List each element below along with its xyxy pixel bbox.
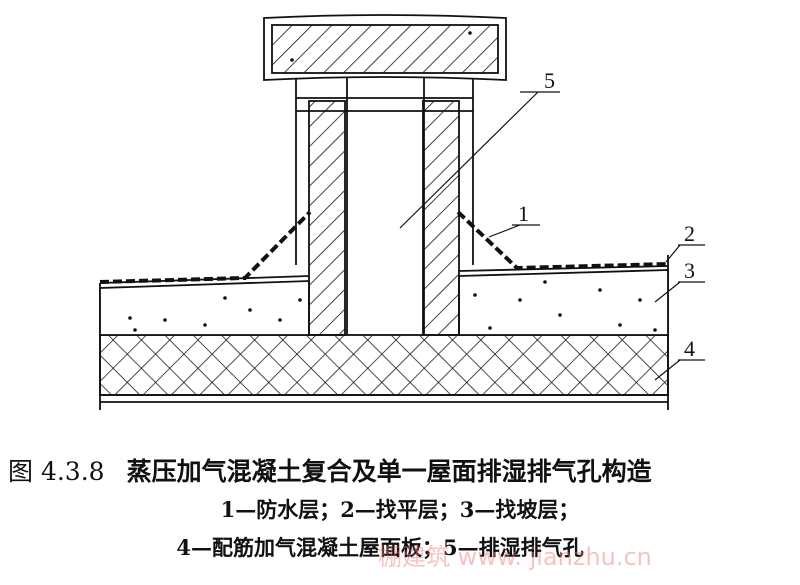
figure-title: 蒸压加气混凝土复合及单一屋面排湿排气孔构造 <box>126 457 652 486</box>
vent-wall-left <box>308 100 346 336</box>
waterproof-layer-1-right <box>456 210 669 271</box>
watermark: 棚建筑 www. jianzhu.cn <box>378 543 652 571</box>
roof-slab-layer-4 <box>99 334 669 396</box>
leader-line-2 <box>665 244 705 263</box>
leader-line-3 <box>654 281 705 303</box>
leader-line-1 <box>488 224 540 238</box>
vent-wall-right <box>422 100 460 336</box>
label-1: 1 <box>518 201 529 226</box>
aggregate-dots <box>128 31 657 332</box>
leader-line-4 <box>654 359 705 381</box>
figure-caption: 图 4.3.8 蒸压加气混凝土复合及单一屋面排湿排气孔构造 <box>8 452 800 488</box>
legend-line-1: 1—防水层；2—找平层；3—找坡层； <box>220 497 580 522</box>
figure-number: 图 4.3.8 <box>8 457 105 486</box>
slope-layer-3-right <box>458 269 669 336</box>
leader-line-5 <box>399 91 560 229</box>
vent-section-diagram: 5 1 2 3 4 <box>99 14 705 410</box>
label-2: 2 <box>684 221 695 246</box>
label-4: 4 <box>684 336 695 361</box>
label-5: 5 <box>544 68 555 93</box>
label-3: 3 <box>684 258 695 283</box>
slope-layer-3-left <box>99 280 310 336</box>
legend-line-2: 4—配筋加气混凝土屋面板；5—排湿排气孔 <box>176 535 584 560</box>
waterproof-layer-1-left <box>99 210 312 284</box>
